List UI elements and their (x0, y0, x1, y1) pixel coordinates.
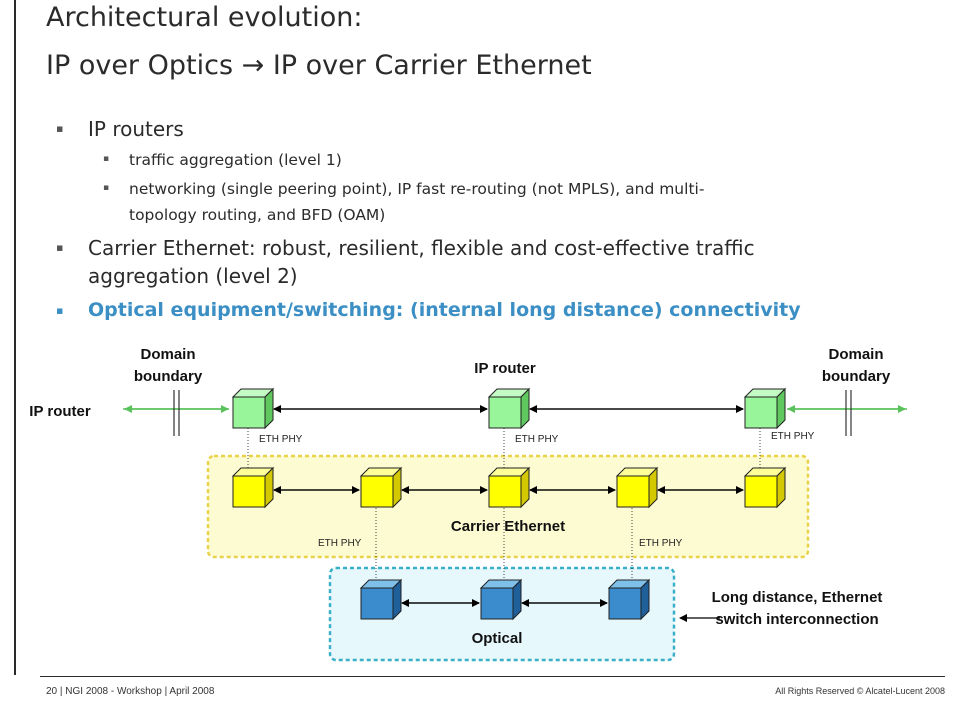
ip-router-left-label: IP router (29, 403, 91, 420)
footer-copyright: All Rights Reserved © Alcatel-Lucent 200… (775, 686, 945, 696)
title-arrow-icon: → (241, 50, 265, 81)
carrier-ethernet-label: Carrier Ethernet (451, 518, 565, 535)
ethernet-switch-node (743, 466, 787, 509)
sub-bullet-networking-line1: networking (single peering point), IP fa… (129, 180, 705, 198)
ethernet-switch-node (487, 466, 531, 509)
domain-boundary-left-label: boundary (134, 368, 203, 385)
long-distance-label-line2: switch interconnection (715, 611, 878, 628)
ethernet-switch-node (615, 466, 659, 509)
slide-title-line1: Architectural evolution: (46, 2, 363, 33)
eth-phy-label: ETH PHY (771, 431, 815, 442)
internal-links (273, 405, 744, 622)
sub-bullet-marker-icon: ▪ (103, 183, 110, 193)
eth-phy-label: ETH PHY (515, 434, 559, 445)
ethernet-switch-node (231, 466, 275, 509)
long-distance-label-line1: Long distance, Ethernet (712, 589, 883, 606)
optical-switch-node (359, 578, 403, 621)
ip-router-node (487, 387, 531, 430)
vertical-links (247, 428, 761, 583)
domain-boundary-left-label: Domain (140, 346, 195, 363)
bullet-ip-routers: IP routers (88, 117, 184, 141)
ip-router-node (743, 387, 787, 430)
domain-boundary-right-label: boundary (822, 368, 891, 385)
bullet-carrier-ethernet-line2: aggregation (level 2) (88, 264, 298, 288)
bullet-optical-equipment: Optical equipment/switching: (internal l… (88, 299, 801, 321)
footer-divider (40, 676, 945, 677)
title-ip-over-carrier-ethernet: IP over Carrier Ethernet (272, 50, 592, 81)
bullet-carrier-ethernet-line1: Carrier Ethernet: robust, resilient, fle… (88, 236, 755, 260)
ethernet-switch-node (359, 466, 403, 509)
sub-bullet-traffic-aggregation: traffic aggregation (level 1) (129, 151, 342, 169)
bullet-marker-icon: ▪ (56, 241, 64, 254)
bullet-marker-icon: ▪ (56, 122, 64, 135)
left-divider (14, 0, 16, 675)
eth-phy-label: ETH PHY (318, 538, 362, 549)
eth-phy-label: ETH PHY (639, 538, 683, 549)
sub-bullet-marker-icon: ▪ (103, 154, 110, 164)
optical-switch-node (607, 578, 651, 621)
slide-title-line2: IP over Optics → IP over Carrier Etherne… (46, 50, 592, 81)
footer-slide-info: 20 | NGI 2008 - Workshop | April 2008 (46, 686, 215, 697)
optical-switch-node (479, 578, 523, 621)
sub-bullet-networking-line2: topology routing, and BFD (OAM) (129, 206, 386, 224)
optical-label: Optical (472, 630, 523, 647)
network-diagram: Domain boundary Domain boundary IP route… (29, 346, 907, 662)
domain-boundary-markers (173, 390, 852, 436)
ip-router-top-label: IP router (474, 360, 536, 377)
bullet-marker-icon: ▪ (56, 304, 64, 317)
eth-phy-label: ETH PHY (259, 434, 303, 445)
domain-boundary-right-label: Domain (828, 346, 883, 363)
title-ip-over-optics: IP over Optics (46, 50, 234, 81)
ip-router-node (231, 387, 275, 430)
